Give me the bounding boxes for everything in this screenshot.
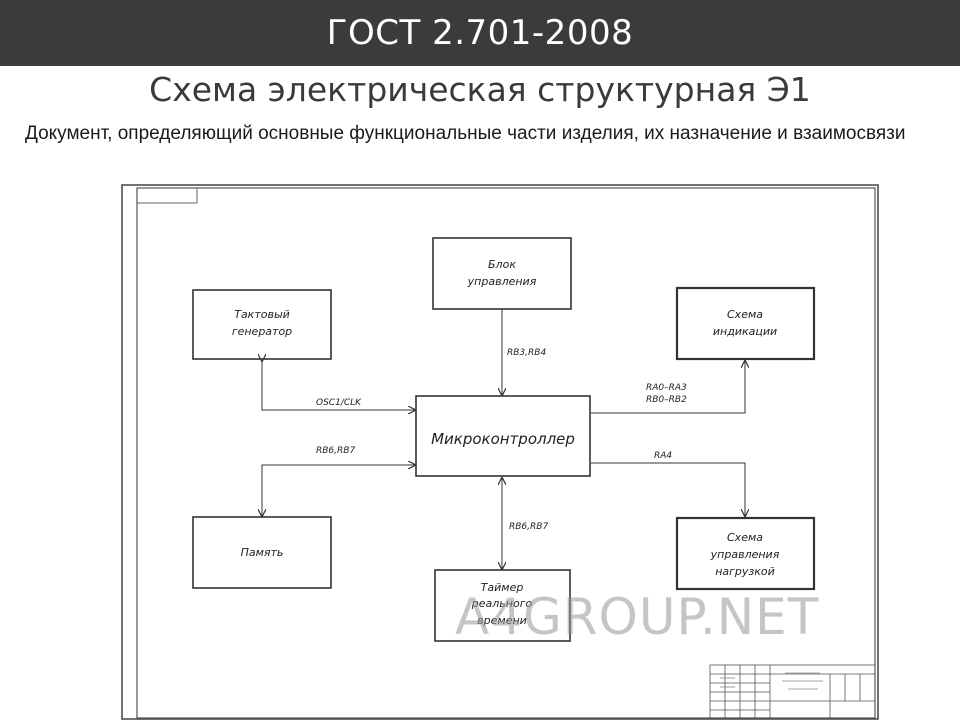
svg-text:Тактовый: Тактовый xyxy=(234,308,290,321)
block-control-line1: Блок xyxy=(488,258,516,271)
slide-heading: Схема электрическая структурная Э1 xyxy=(149,70,811,109)
svg-text:RB3,RB4: RB3,RB4 xyxy=(507,348,546,358)
svg-text:индикации: индикации xyxy=(713,325,777,338)
block-microcontroller: Микроконтроллер xyxy=(415,395,591,477)
link-mcu-to-indication: RA0–RA3 RB0–RB2 xyxy=(591,361,745,414)
svg-text:RB6,RB7: RB6,RB7 xyxy=(509,522,548,532)
svg-text:генератор: генератор xyxy=(232,325,292,338)
sheet-inner-frame xyxy=(136,187,876,719)
svg-text:Память: Память xyxy=(241,546,284,559)
svg-text:Схема: Схема xyxy=(727,531,763,544)
block-load-control: Схема управления нагрузкой xyxy=(675,516,816,591)
slide-description: Документ, определяющий основные функцион… xyxy=(25,123,906,144)
title-block xyxy=(709,664,876,719)
svg-text:RA4: RA4 xyxy=(654,451,672,461)
title-bar: ГОСТ 2.701-2008 xyxy=(0,0,960,66)
link-control-to-mcu: RB3,RB4 xyxy=(502,309,546,395)
link-memory-to-mcu: RB6,RB7 xyxy=(262,446,415,516)
structural-diagram: Блок управления Тактовый генератор Схема… xyxy=(120,183,880,720)
svg-text:RB0–RB2: RB0–RB2 xyxy=(646,395,687,405)
sheet-border xyxy=(121,184,879,720)
link-clock-to-mcu: OSC1/CLK xyxy=(262,361,415,410)
svg-text:Схема: Схема xyxy=(727,308,763,321)
block-control-unit: Блок управления xyxy=(432,237,572,310)
svg-text:времени: времени xyxy=(477,614,527,627)
link-rtc-to-mcu: RB6,RB7 xyxy=(502,478,548,569)
svg-text:реального: реального xyxy=(471,597,533,610)
block-memory: Память xyxy=(192,516,332,589)
svg-text:RB6,RB7: RB6,RB7 xyxy=(316,446,355,456)
svg-text:нагрузкой: нагрузкой xyxy=(715,565,775,578)
link-mcu-to-load: RA4 xyxy=(591,451,745,516)
block-indication: Схема индикации xyxy=(675,286,816,361)
slide-title: ГОСТ 2.701-2008 xyxy=(326,13,634,53)
block-control-line2: управления xyxy=(467,275,537,288)
block-rtc: Таймер реального времени xyxy=(434,569,571,642)
svg-text:OSC1/CLK: OSC1/CLK xyxy=(316,398,362,408)
svg-text:Микроконтроллер: Микроконтроллер xyxy=(431,430,575,448)
svg-text:управления: управления xyxy=(710,548,780,561)
watermark: A4GROUP.NET xyxy=(455,588,820,646)
svg-text:RA0–RA3: RA0–RA3 xyxy=(646,383,687,393)
svg-text:Таймер: Таймер xyxy=(481,581,524,594)
block-clock-generator: Тактовый генератор xyxy=(192,289,332,360)
